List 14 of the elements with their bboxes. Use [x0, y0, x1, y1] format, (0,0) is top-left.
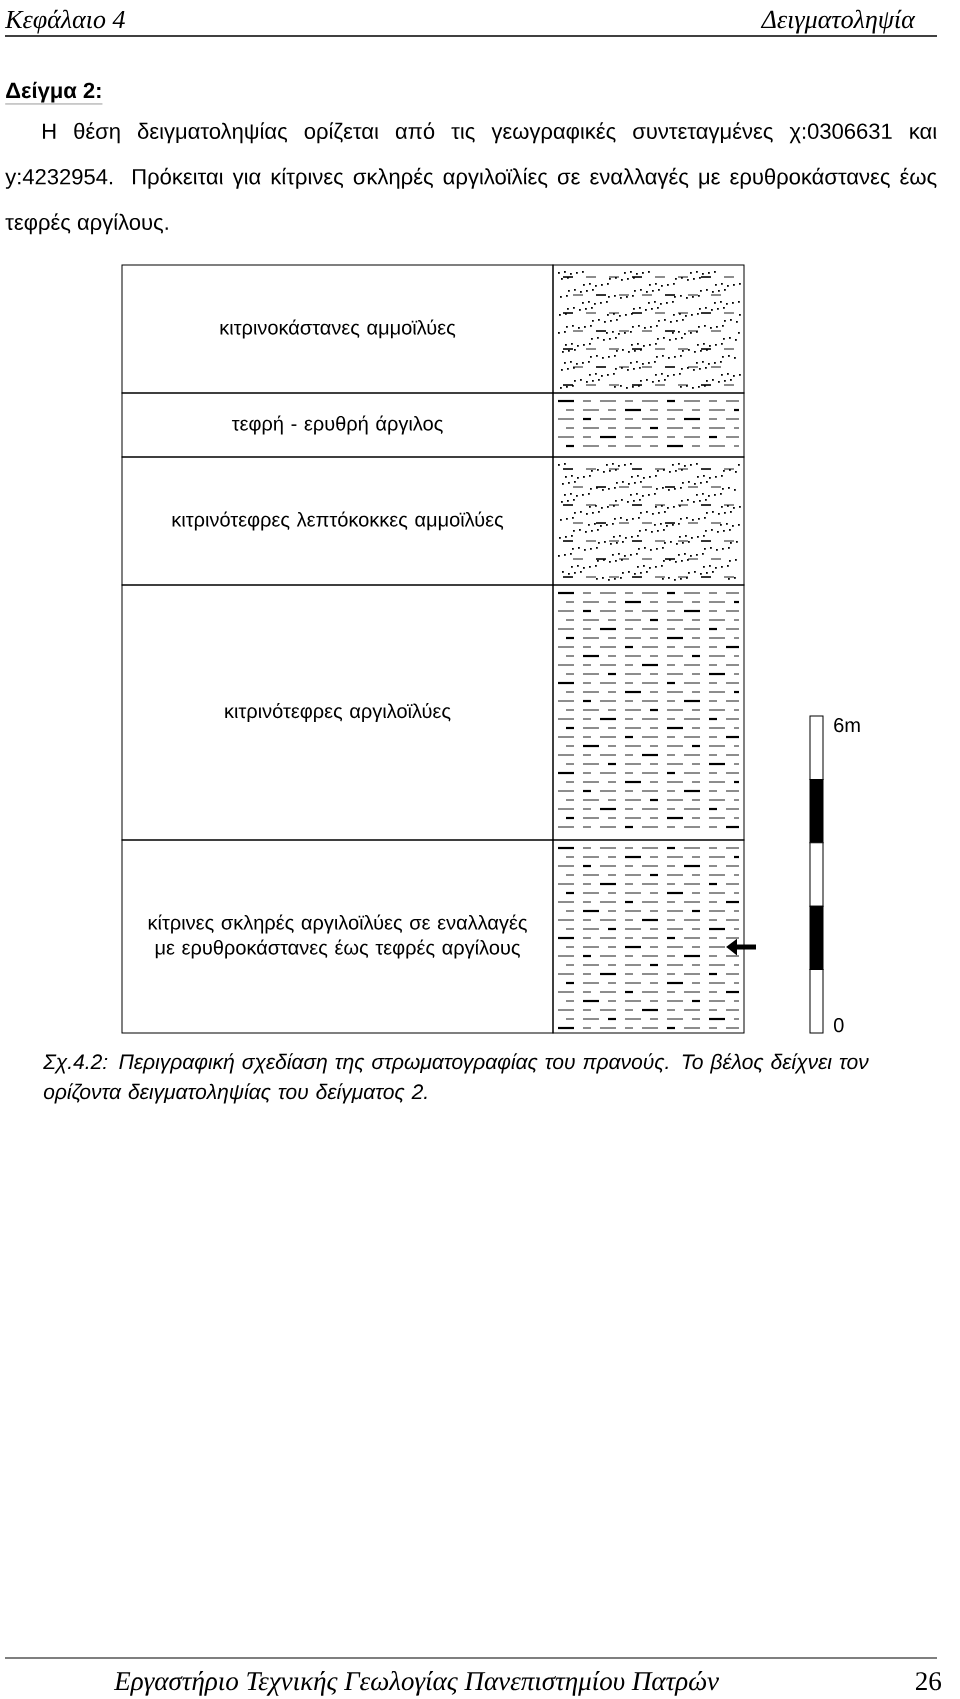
running-header: Κεφάλαιο 4: [4, 9, 125, 34]
running-header: Δειγματοληψία: [760, 9, 916, 34]
layer-description-cell: κιτρινοκάστανες αμμοϊλύες: [121, 264, 554, 394]
layer-description-cell: κίτρινες σκληρές αργιλοϊλύες σε εναλλαγές με ερυθροκάστανες έως τεφρές αργίλους: [121, 839, 554, 1034]
layer-description-cell: κιτρινότεφρες λεπτόκοκκες αμμοϊλύες: [121, 456, 554, 586]
heading: Δείγμα 2:: [5, 81, 103, 105]
scale-label: 6m: [834, 718, 860, 733]
layer-description-cell: κιτρινότεφρες αργιλοϊλύες: [121, 584, 554, 841]
page-footer: Εργαστήριο Τεχνικής Γεωλογίας Πανεπιστημίου Πατρών: [113, 1671, 719, 1696]
scale-label: 0: [834, 1018, 844, 1033]
caption: Σχ.4.2: Περιγραφική σχεδίαση της στρωματογραφίας του πρανούς. Το βέλος δείχνει τον ορίζοντα δειγματοληψίας του δείγματος 2.: [43, 1053, 869, 1104]
paragraph: Η θέση δειγματοληψίας ορίζεται από τις γεωγραφικές συντεταγμένες χ:0306631 και y:4232954. Πρόκειται για κίτρινες σκληρές αργιλοϊλίες σε εναλλαγές με ερυθροκάστανες έως τεφρές αργίλους.: [5, 122, 937, 235]
page-number: 26: [916, 1672, 941, 1691]
layer-description-cell: τεφρή - ερυθρή άργιλος: [121, 392, 554, 458]
